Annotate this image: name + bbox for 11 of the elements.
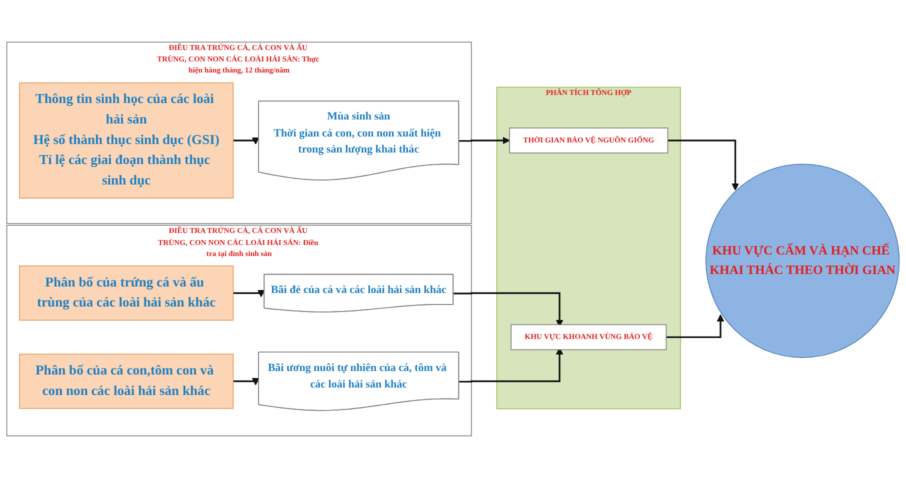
arrow xyxy=(459,136,510,144)
node-box: Thông tin sinh học của các loài hải sản Hệ số thành thục sinh dục (GSI) Tỉ lệ các giai đoạn thành thục sinh dục xyxy=(19,82,234,199)
arrow xyxy=(666,314,724,338)
arrow xyxy=(233,137,260,145)
arrow xyxy=(233,290,265,298)
node-box: Phân bố của cá con,tôm con và con non các loài hải sản khác xyxy=(19,354,234,409)
node-box: Phân bố của trứng cá và ấu trùng của các loài hải sản khác xyxy=(19,266,234,321)
node-circle: KHU VỰC CẤM VÀ HẠN CHẾ KHAI THÁC THEO THỜI GIAN xyxy=(705,164,900,358)
arrow xyxy=(454,292,564,327)
arrow xyxy=(668,140,740,191)
arrow xyxy=(233,378,260,386)
